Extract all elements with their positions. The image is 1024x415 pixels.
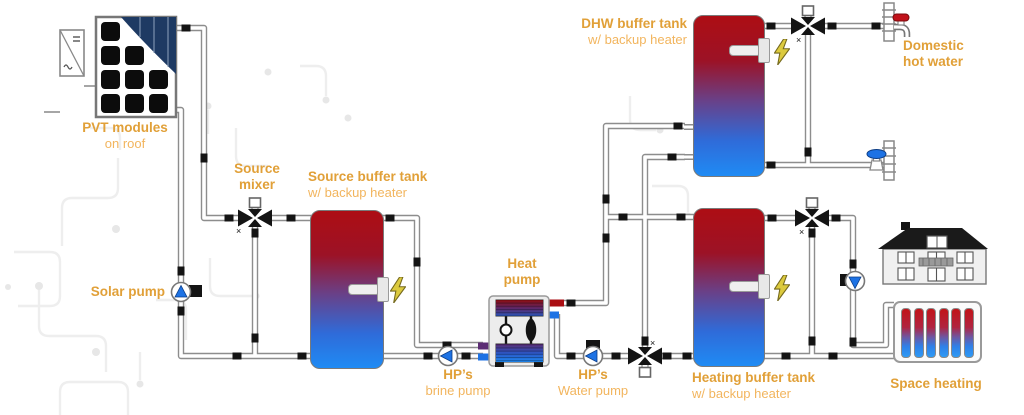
svg-text:×: × xyxy=(796,35,801,45)
label-heat-pump: Heat pump xyxy=(503,256,541,287)
hot-supply-stub xyxy=(543,299,564,307)
heating-pump-icon xyxy=(840,270,866,292)
backup-heater-bolt-icon xyxy=(774,275,790,301)
faucet-cold-icon xyxy=(866,140,896,181)
balcony xyxy=(918,257,954,267)
source-tank-heater-bar xyxy=(348,284,380,295)
pvt-module xyxy=(44,15,178,119)
dhw-tank-heater-plate xyxy=(758,38,770,63)
radiator-icon xyxy=(893,301,982,363)
pipe-connectors xyxy=(177,22,881,360)
compressor-icon xyxy=(525,318,537,342)
backup-heater-bolt-icon xyxy=(390,277,406,303)
svg-text:×: × xyxy=(236,226,241,236)
heating-mixing-valve-icon: × xyxy=(795,197,829,237)
label-solar-pump: Solar pump xyxy=(90,284,165,299)
label-heating-buffer-tank: Heating buffer tank w/ backup heater xyxy=(692,370,816,401)
radiator-tube xyxy=(913,308,924,358)
radiator-tube xyxy=(951,308,962,358)
source-mixer-valve-icon: × xyxy=(236,197,272,236)
return-diverting-valve-icon: × xyxy=(628,338,662,378)
dhw-mixing-valve-icon: × xyxy=(791,5,825,45)
inverter-icon xyxy=(59,29,85,77)
house-windows xyxy=(897,251,974,282)
label-space-heating: Space heating xyxy=(890,376,982,391)
dhw-tank-heater-bar xyxy=(729,45,761,56)
pvt-panel-icon xyxy=(94,15,178,119)
heating-tank-heater-bar xyxy=(729,281,761,292)
radiator-tube xyxy=(901,308,911,358)
label-pvt-modules: PVT modules on roof xyxy=(82,120,168,151)
backup-heater-bolt-icon xyxy=(774,39,790,65)
dhw-buffer-tank xyxy=(693,15,765,177)
radiator-tube xyxy=(938,308,949,358)
house-icon xyxy=(878,222,988,285)
heat-pump-unit xyxy=(478,295,564,367)
label-dhw-buffer-tank: DHW buffer tank w/ backup heater xyxy=(581,16,687,47)
water-pump-icon xyxy=(582,340,604,367)
heating-tank-heater-plate xyxy=(758,274,770,299)
source-tank-heater-plate xyxy=(377,277,389,302)
radiator-tube xyxy=(926,308,937,358)
water-return-stub xyxy=(543,311,559,319)
solar-pump-icon xyxy=(170,281,202,303)
brine-pump-icon xyxy=(437,345,459,367)
svg-text:×: × xyxy=(650,338,655,348)
expansion-valve-icon xyxy=(499,323,513,337)
svg-text:×: × xyxy=(799,227,804,237)
faucet-hot-icon xyxy=(882,2,911,42)
label-brine-pump: HP’s brine pump xyxy=(425,367,491,398)
label-source-buffer-tank: Source buffer tank w/ backup heater xyxy=(308,169,428,200)
label-domestic-hot-water: Domestic hot water xyxy=(903,38,964,69)
label-source-mixer: Source mixer xyxy=(234,161,280,192)
label-water-pump: HP’s Water pump xyxy=(557,367,629,398)
radiator-tube xyxy=(963,308,974,358)
